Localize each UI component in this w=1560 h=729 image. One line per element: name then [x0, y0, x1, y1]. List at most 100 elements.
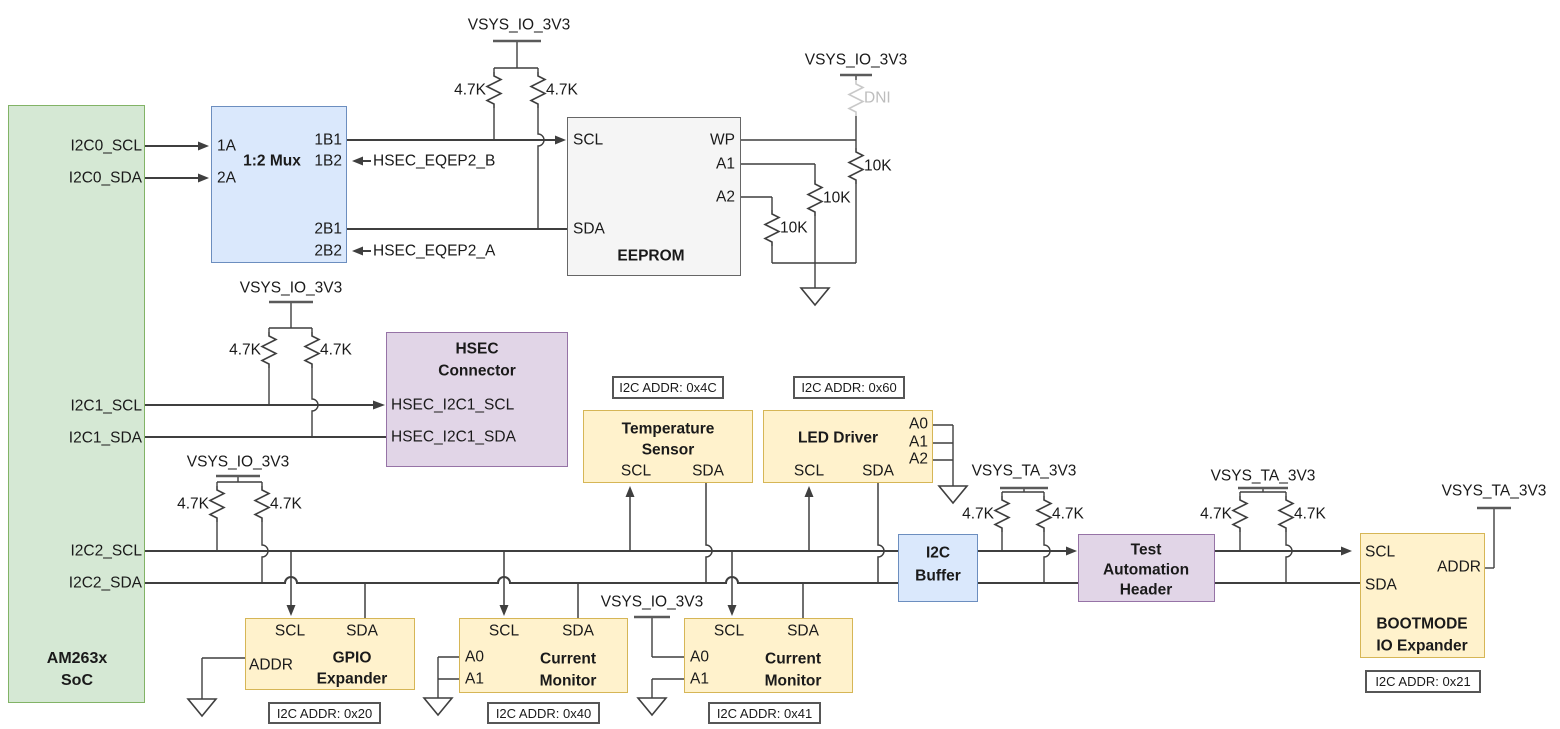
boot-title-line1: BOOTMODE: [1376, 615, 1468, 633]
tah-title-line2: Automation: [1102, 561, 1190, 579]
temperature-sensor-block: [583, 410, 753, 483]
led-title: LED Driver: [797, 429, 879, 447]
signal-hsec-eqep2-b: HSEC_EQEP2_B: [373, 152, 496, 170]
temp-pin-scl: SCL: [620, 462, 652, 480]
bootmode-io-expander-block: [1360, 533, 1485, 658]
temp-addr-text: I2C ADDR: 0x4C: [619, 380, 717, 395]
pullup-value-tah-right: 4.7K: [1294, 505, 1326, 523]
power-tap-bars: [216, 39, 1511, 619]
cm2-addr-text: I2C ADDR: 0x41: [716, 705, 813, 721]
temp-pin-sda: SDA: [692, 462, 724, 480]
gpio-expander-block: [245, 618, 415, 690]
boot-addr-text: I2C ADDR: 0x21: [1375, 674, 1471, 689]
signal-hsec-eqep2-a: HSEC_EQEP2_A: [373, 242, 496, 260]
eeprom-pin-scl: SCL: [573, 131, 604, 149]
vsys-ta-label-tah-pullups: VSYS_TA_3V3: [1210, 467, 1316, 485]
pullup-value-eeprom-left: 4.7K: [454, 81, 486, 99]
current-monitor-1-block: [459, 618, 628, 693]
soc-pin-i2c0-scl: I2C0_SCL: [70, 137, 142, 155]
boot-title-line2: IO Expander: [1376, 637, 1468, 655]
cm2-addr-badge: I2C ADDR: 0x41: [708, 702, 821, 724]
r10k-value-a2: 10K: [780, 219, 808, 237]
mux-pin-2b2: 2B2: [314, 242, 342, 260]
boot-addr-badge: I2C ADDR: 0x21: [1365, 670, 1481, 693]
buffer-title-line2: Buffer: [915, 567, 961, 585]
pullup-value-i2c2-left: 4.7K: [177, 495, 209, 513]
hsec-title-line2: Connector: [438, 362, 516, 380]
hsec-pin-i2c1-sda: HSEC_I2C1_SDA: [391, 428, 516, 446]
cm2-title-line2: Monitor: [764, 672, 822, 690]
mux-title: 1:2 Mux: [243, 152, 301, 170]
cm2-pin-scl: SCL: [713, 622, 745, 640]
mux-block: [211, 106, 347, 263]
cm2-pin-a0: A0: [690, 648, 709, 666]
buffer-title-line1: I2C: [925, 544, 951, 562]
vsys-io-label-eeprom-pullups: VSYS_IO_3V3: [467, 16, 571, 34]
mux-pin-2b1: 2B1: [314, 220, 342, 238]
gpio-pin-sda: SDA: [346, 622, 378, 640]
eeprom-pin-a1: A1: [716, 155, 735, 173]
cm1-addr-text: I2C ADDR: 0x40: [495, 705, 592, 721]
led-pin-scl: SCL: [793, 462, 825, 480]
current-monitor-2-block: [684, 618, 853, 693]
vsys-io-label-cm2-a0: VSYS_IO_3V3: [600, 593, 704, 611]
test-automation-header-block: [1078, 534, 1215, 602]
pullup-value-buffer-right: 4.7K: [1052, 505, 1084, 523]
eeprom-pin-wp: WP: [710, 131, 735, 149]
r10k-value-wp: 10K: [864, 157, 892, 175]
eeprom-pin-a2: A2: [716, 188, 735, 206]
soc-title-line2: SoC: [61, 672, 93, 689]
pullup-value-i2c1-right: 4.7K: [320, 341, 352, 359]
r10k-value-a1: 10K: [823, 189, 851, 207]
gpio-title-line1: GPIO: [332, 649, 372, 667]
gpio-addr-text: I2C ADDR: 0x20: [276, 705, 373, 721]
cm1-pin-sda: SDA: [562, 622, 594, 640]
temp-title-line2: Sensor: [641, 441, 695, 459]
gpio-pin-scl: SCL: [274, 622, 306, 640]
mux-pin-1b2: 1B2: [314, 152, 342, 170]
eeprom-block: [567, 117, 741, 276]
branch-wires: [290, 483, 885, 618]
soc-title-line1: AM263x: [46, 650, 108, 667]
tah-title-line1: Test: [1130, 541, 1162, 559]
mux-pin-2a: 2A: [217, 169, 236, 187]
soc-pin-i2c1-scl: I2C1_SCL: [70, 397, 142, 415]
boot-pin-scl: SCL: [1365, 543, 1396, 561]
cm2-pin-a1: A1: [690, 670, 709, 688]
arrowheads: [198, 135, 1352, 616]
led-pin-sda: SDA: [862, 462, 894, 480]
temp-title-line1: Temperature: [621, 420, 715, 438]
vsys-io-label-dni: VSYS_IO_3V3: [804, 51, 908, 69]
temp-addr-badge: I2C ADDR: 0x4C: [612, 376, 724, 399]
hsec-title-line1: HSEC: [455, 340, 499, 358]
cm1-title-line2: Monitor: [539, 672, 597, 690]
vsys-io-label-i2c2-pullups: VSYS_IO_3V3: [186, 453, 290, 471]
cm2-pin-sda: SDA: [787, 622, 819, 640]
hsec-pin-i2c1-scl: HSEC_I2C1_SCL: [391, 396, 515, 414]
pullup-value-buffer-left: 4.7K: [962, 505, 994, 523]
eeprom-pin-sda: SDA: [573, 220, 605, 238]
gpio-addr-badge: I2C ADDR: 0x20: [268, 702, 381, 724]
boot-pin-sda: SDA: [1365, 576, 1397, 594]
gpio-pin-addr: ADDR: [249, 656, 293, 674]
cm1-title-line1: Current: [540, 650, 596, 668]
cm1-addr-badge: I2C ADDR: 0x40: [487, 702, 600, 724]
cm1-pin-a1: A1: [465, 670, 484, 688]
i2c-buffer-block: [898, 534, 978, 602]
led-pin-a1: A1: [909, 433, 928, 451]
pullup-value-tah-left: 4.7K: [1200, 505, 1232, 523]
vsys-ta-label-boot-addr: VSYS_TA_3V3: [1441, 482, 1547, 500]
led-driver-block: [763, 410, 933, 483]
mux-pin-1b1: 1B1: [314, 131, 342, 149]
eeprom-title: EEPROM: [617, 247, 685, 265]
led-addr-badge: I2C ADDR: 0x60: [793, 376, 905, 399]
tah-title-line3: Header: [1119, 581, 1173, 599]
soc-block: [8, 105, 145, 703]
cm1-pin-scl: SCL: [488, 622, 520, 640]
soc-pin-i2c2-scl: I2C2_SCL: [70, 542, 142, 560]
vsys-ta-label-buffer-pullups: VSYS_TA_3V3: [971, 462, 1077, 480]
pullup-value-eeprom-right: 4.7K: [546, 81, 578, 99]
cm2-title-line1: Current: [765, 650, 821, 668]
